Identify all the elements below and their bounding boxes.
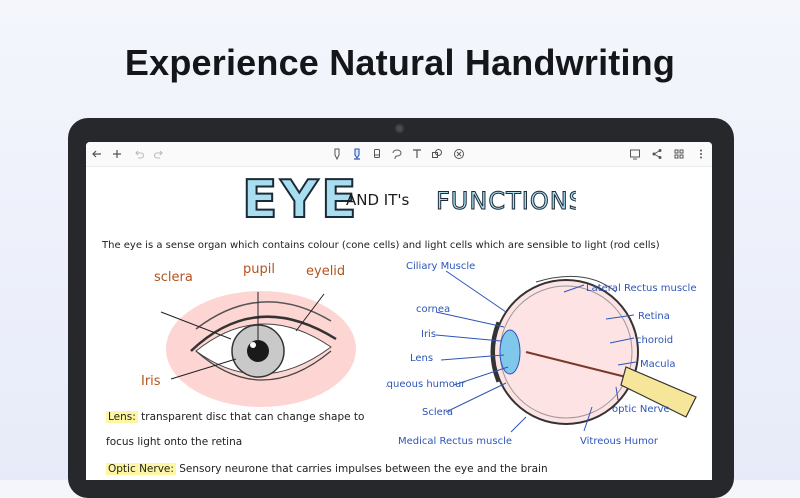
pen-icon[interactable] (330, 147, 344, 161)
title-functions: FUNCTIONS (436, 187, 576, 215)
title-eye: EYE (242, 170, 360, 227)
intro-text: The eye is a sense organ which contains … (102, 240, 660, 251)
label-choroid: choroid (636, 335, 673, 346)
note-canvas[interactable]: EYE AND IT's FUNCTIONS The eye is a sens… (86, 167, 712, 480)
label-lateral-rectus: Lateral Rectus muscle (586, 283, 696, 294)
lasso-icon[interactable] (390, 147, 404, 161)
label-retina: Retina (638, 311, 670, 322)
lens-term: Lens: (106, 411, 138, 423)
lens-def-line2: focus light onto the retina (106, 436, 243, 448)
note-toolbar (86, 142, 712, 167)
text-icon[interactable] (410, 147, 424, 161)
eraser-icon[interactable] (370, 147, 384, 161)
label-optic-nerve: optic Nerve (612, 404, 670, 415)
note-screen: EYE AND IT's FUNCTIONS The eye is a sens… (86, 142, 712, 480)
label-iris-left: Iris (141, 374, 161, 389)
label-sclera-right: Sclera (422, 407, 453, 418)
label-pupil: pupil (243, 262, 275, 277)
label-macula: Macula (640, 359, 676, 370)
back-arrow-icon[interactable] (90, 147, 104, 161)
grid-icon[interactable] (672, 147, 686, 161)
optic-definition: Optic Nerve: Sensory neurone that carrie… (106, 463, 548, 475)
more-tools-icon[interactable] (452, 147, 466, 161)
plus-icon[interactable] (110, 147, 124, 161)
redo-icon[interactable] (152, 147, 166, 161)
label-cornea: cornea (416, 304, 450, 315)
optic-term: Optic Nerve: (106, 463, 176, 475)
page-view-icon[interactable] (628, 147, 642, 161)
lens-definition: Lens: transparent disc that can change s… (106, 411, 364, 423)
label-aqueous: Aqueous humour (386, 379, 466, 390)
optic-def: Sensory neurone that carries impulses be… (179, 463, 548, 475)
label-vitreous: Vitreous Humor (580, 436, 659, 447)
label-ciliary: Ciliary Muscle (406, 261, 475, 272)
headline: Experience Natural Handwriting (124, 42, 676, 83)
title-and-its: AND IT's (346, 191, 410, 209)
label-iris-right: Iris (421, 329, 436, 340)
label-sclera: sclera (154, 270, 193, 285)
highlighter-icon[interactable] (350, 147, 364, 161)
lens-def-line1: transparent disc that can change shape t… (141, 411, 365, 423)
note-title: EYE AND IT's FUNCTIONS (241, 169, 576, 227)
shapes-icon[interactable] (430, 147, 444, 161)
external-eye-drawing (160, 291, 356, 407)
label-lens: Lens (410, 353, 433, 364)
label-medical-rectus: Medical Rectus muscle (398, 436, 512, 447)
more-vert-icon[interactable] (694, 147, 708, 161)
eye-cross-section (490, 275, 697, 425)
label-eyelid: eyelid (306, 264, 345, 279)
camera-icon (395, 124, 404, 133)
undo-icon[interactable] (132, 147, 146, 161)
share-icon[interactable] (650, 147, 664, 161)
